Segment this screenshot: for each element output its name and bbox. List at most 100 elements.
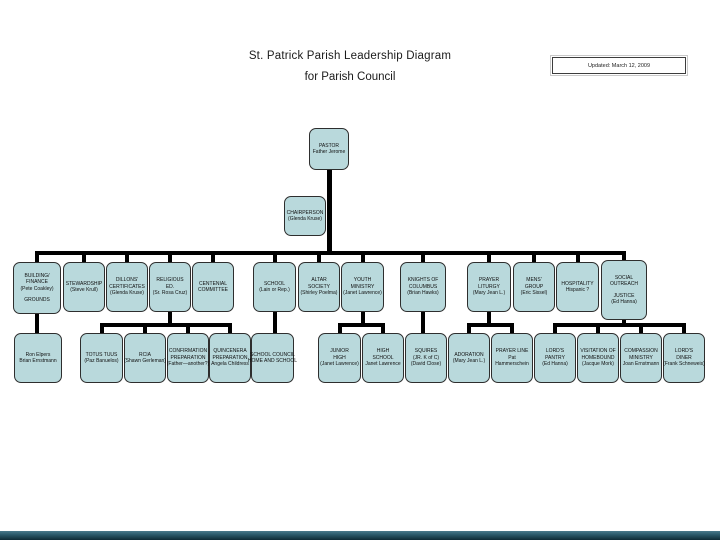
connector-child-stub xyxy=(467,323,471,333)
org-node-rcia[interactable]: RCIA(Shawn Gerleman) xyxy=(124,333,166,383)
org-node-label-line: (Janet Lawrence) xyxy=(320,361,359,368)
connector-child-stub xyxy=(553,323,557,333)
connector-parent-drop xyxy=(487,312,491,327)
org-node-chairperson[interactable]: CHAIRPERSON(Glenda Kruse) xyxy=(284,196,326,236)
org-node-label-line: LITURGY xyxy=(478,283,500,290)
org-node-label-line: (Mary Jean L.) xyxy=(452,358,486,364)
connector-parent-child xyxy=(272,312,277,333)
connector-parent-child xyxy=(35,314,39,333)
org-node-label-line: DINER xyxy=(676,354,692,361)
connector-stub xyxy=(532,251,536,262)
org-node-label-line: (Pete Coakley) xyxy=(20,285,54,292)
connector-child-stub xyxy=(186,323,190,333)
org-node-label-line: COMMITTEE xyxy=(198,287,228,293)
org-node-label-line: VISITATION OF xyxy=(580,348,616,355)
org-node-label-line: JUNIOR xyxy=(330,348,349,355)
org-node-label-line: BUILDING/ xyxy=(24,272,50,279)
org-node-label-line: ADORATION xyxy=(454,351,484,358)
org-node-label-line: (Janet Lawrence) xyxy=(343,290,382,297)
org-node-label-line: PANTRY xyxy=(545,354,565,361)
connector-group-bar xyxy=(337,323,385,327)
org-node-label-line: YOUTH xyxy=(353,277,372,284)
org-node-label-line: PRAYER xyxy=(478,277,500,284)
connector-group-bar xyxy=(467,323,514,327)
connector-child-stub xyxy=(381,323,385,333)
org-node-label-line: (Frank Schneweis) xyxy=(663,361,705,368)
org-node-label-line: (JR. K of C) xyxy=(412,354,440,361)
org-node-school[interactable]: SCHOOL(Lain or Rep.) xyxy=(253,262,296,312)
connector-stub xyxy=(272,251,277,262)
org-node-building-finance[interactable]: BUILDING/FINANCE(Pete Coakley) GROUNDS xyxy=(13,262,61,314)
org-node-totus-tuus[interactable]: TOTUS TUUS(Paz Banuelos) xyxy=(80,333,123,383)
org-node-label-line: CENTENIAL xyxy=(198,280,228,287)
org-node-label-line: PASTOR xyxy=(318,142,340,149)
org-node-label-line: HOME AND SCHOOL xyxy=(247,358,298,364)
title-line-2: for Parish Council xyxy=(304,71,396,83)
org-node-label-line: HIGH xyxy=(333,354,346,361)
connector-parent-child xyxy=(421,312,425,333)
org-node-stewardship[interactable]: STEWARDSHIP(Steve Krull) xyxy=(63,262,105,312)
connector-stub xyxy=(622,251,626,260)
connector-child-stub xyxy=(639,323,643,333)
connector-parent-drop xyxy=(168,312,172,327)
org-node-label-line: Ron Elpers xyxy=(25,351,51,358)
org-node-label-line: FINANCE xyxy=(26,279,48,285)
org-node-label-line: (Shawn Gerleman) xyxy=(124,358,166,364)
slide-title: St. Patrick Parish Leadership Diagram fo… xyxy=(150,50,550,83)
org-node-label-line: GROUP xyxy=(524,283,544,290)
updated-date-label: Updated: March 12, 2009 xyxy=(587,62,651,69)
org-node-label-line: Hammerschein xyxy=(495,361,529,368)
org-node-squires[interactable]: SQUIRES(JR. K of C)(David Close) xyxy=(405,333,447,383)
org-node-label-line: SCHOOL xyxy=(263,280,286,287)
org-node-adoration[interactable]: ADORATION(Mary Jean L.) xyxy=(448,333,490,383)
org-node-label-line: Janet Lawrence xyxy=(365,361,401,368)
updated-date-box[interactable]: Updated: March 12, 2009 xyxy=(550,55,688,76)
connector-child-stub xyxy=(510,323,514,333)
connector-child-stub xyxy=(143,323,147,333)
connector-group-bar xyxy=(99,323,232,327)
connector-stub xyxy=(421,251,425,262)
org-node-label-line: GROUNDS xyxy=(24,297,50,303)
connector-child-stub xyxy=(228,323,232,333)
connector-stub xyxy=(82,251,86,262)
connector-child-stub xyxy=(682,323,686,333)
org-node-dillons-certificates[interactable]: DILLONS'CERTIFICATES(Glenda Kruse) xyxy=(106,262,148,312)
org-node-label-line: Joan Ernstmann xyxy=(622,361,660,368)
org-node-label-line: TOTUS TUUS xyxy=(85,351,118,358)
org-node-label-line: MENS' xyxy=(526,277,542,284)
org-node-label-line: MINISTRY xyxy=(629,354,653,361)
org-node-label-line: (Mary Jean L.) xyxy=(472,290,506,297)
connector-stub xyxy=(575,251,580,262)
org-node-label-line: Angela Childress xyxy=(211,361,249,368)
org-node-mens-group[interactable]: MENS'GROUP(Eric Sissel) xyxy=(513,262,555,312)
org-node-label-line: Brian Ernstmann xyxy=(19,358,57,364)
org-node-label-line: STEWARDSHIP xyxy=(65,280,103,287)
org-node-label-line: Father Jerome xyxy=(312,149,346,155)
connector-stub xyxy=(487,251,491,262)
org-node-label-line: (Lain or Rep.) xyxy=(259,287,290,293)
org-node-label-line: Pat xyxy=(508,354,516,361)
org-node-label-line: PREPARATION xyxy=(212,354,248,361)
org-node-label-line: Hispanic ? xyxy=(565,287,590,293)
